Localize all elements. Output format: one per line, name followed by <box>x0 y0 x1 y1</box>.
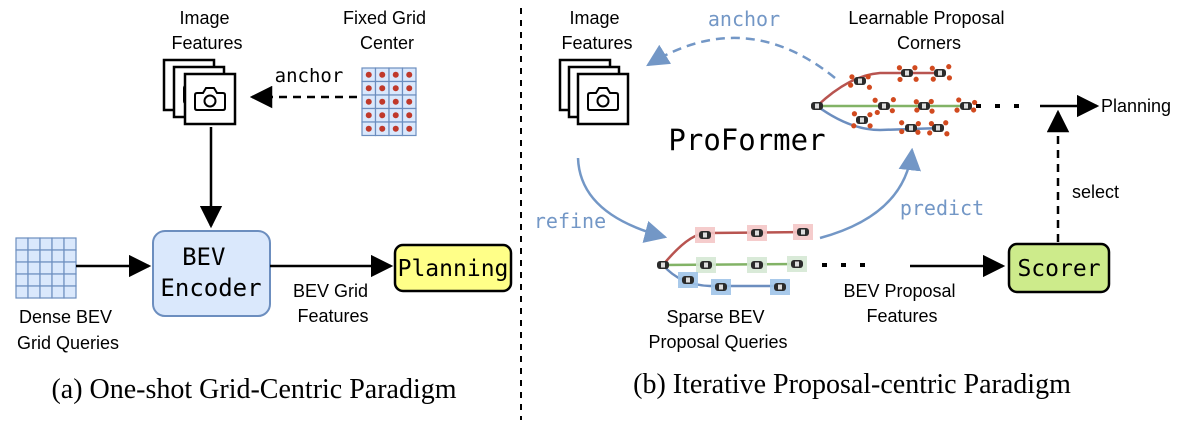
image-features-stack-b <box>560 60 628 124</box>
dense-bev-queries-label: Dense BEV Grid Queries <box>17 307 119 353</box>
camera-icon <box>185 74 235 124</box>
bev-proposal-features-label: BEV Proposal Features <box>843 281 960 326</box>
caption-a: (a) One-shot Grid-Centric Paradigm <box>51 374 456 405</box>
planning-label-a: Planning <box>398 256 509 282</box>
anchor-arrow-b <box>648 38 835 78</box>
dense-bev-grid-icon <box>16 238 76 298</box>
car-icon <box>934 69 946 77</box>
car-icon <box>932 124 944 132</box>
car-icon <box>657 261 669 269</box>
anchor-label-a: anchor <box>275 65 344 87</box>
image-features-stack-a <box>164 60 235 124</box>
car-icon <box>960 102 972 110</box>
scorer-label: Scorer <box>1017 256 1100 282</box>
car-icon <box>856 116 868 124</box>
learnable-proposal-trajectories <box>811 64 977 136</box>
proformer-label: ProFormer <box>668 123 825 157</box>
car-icon <box>791 260 803 268</box>
car-icon <box>854 77 866 85</box>
image-features-label-a: Image Features <box>171 8 242 53</box>
learnable-corners-label: Learnable Proposal Corners <box>848 8 1009 53</box>
camera-icon <box>578 74 628 124</box>
car-icon <box>715 283 727 291</box>
caption-b: (b) Iterative Proposal-centric Paradigm <box>633 369 1071 400</box>
car-icon <box>751 229 763 237</box>
refine-label: refine <box>534 209 606 233</box>
image-features-label-b: Image Features <box>561 8 632 53</box>
anchor-label-b: anchor <box>708 7 780 31</box>
car-icon <box>700 261 712 269</box>
sparse-queries-label: Sparse BEV Proposal Queries <box>648 307 787 352</box>
car-icon <box>797 228 809 236</box>
fixed-grid-icon <box>362 68 416 136</box>
panel-a: Image Features Fixed Grid Center anchor … <box>16 8 511 405</box>
planning-label-b: Planning <box>1101 96 1171 116</box>
car-icon <box>774 283 786 291</box>
car-icon <box>751 261 763 269</box>
select-label: select <box>1072 182 1119 202</box>
panel-b: Image Features anchor Learnable Proposal… <box>534 7 1171 400</box>
car-icon <box>699 231 711 239</box>
bev-grid-features-label: BEV Grid Features <box>293 281 373 326</box>
fixed-grid-center-label: Fixed Grid Center <box>343 8 431 53</box>
predict-arrow <box>820 150 912 238</box>
car-icon <box>918 102 930 110</box>
sparse-proposal-trajectories <box>657 224 813 295</box>
car-icon <box>682 276 694 284</box>
car-icon <box>901 69 913 77</box>
car-icon <box>811 102 823 110</box>
predict-label: predict <box>900 196 984 220</box>
car-icon <box>905 124 917 132</box>
car-icon <box>878 102 890 110</box>
